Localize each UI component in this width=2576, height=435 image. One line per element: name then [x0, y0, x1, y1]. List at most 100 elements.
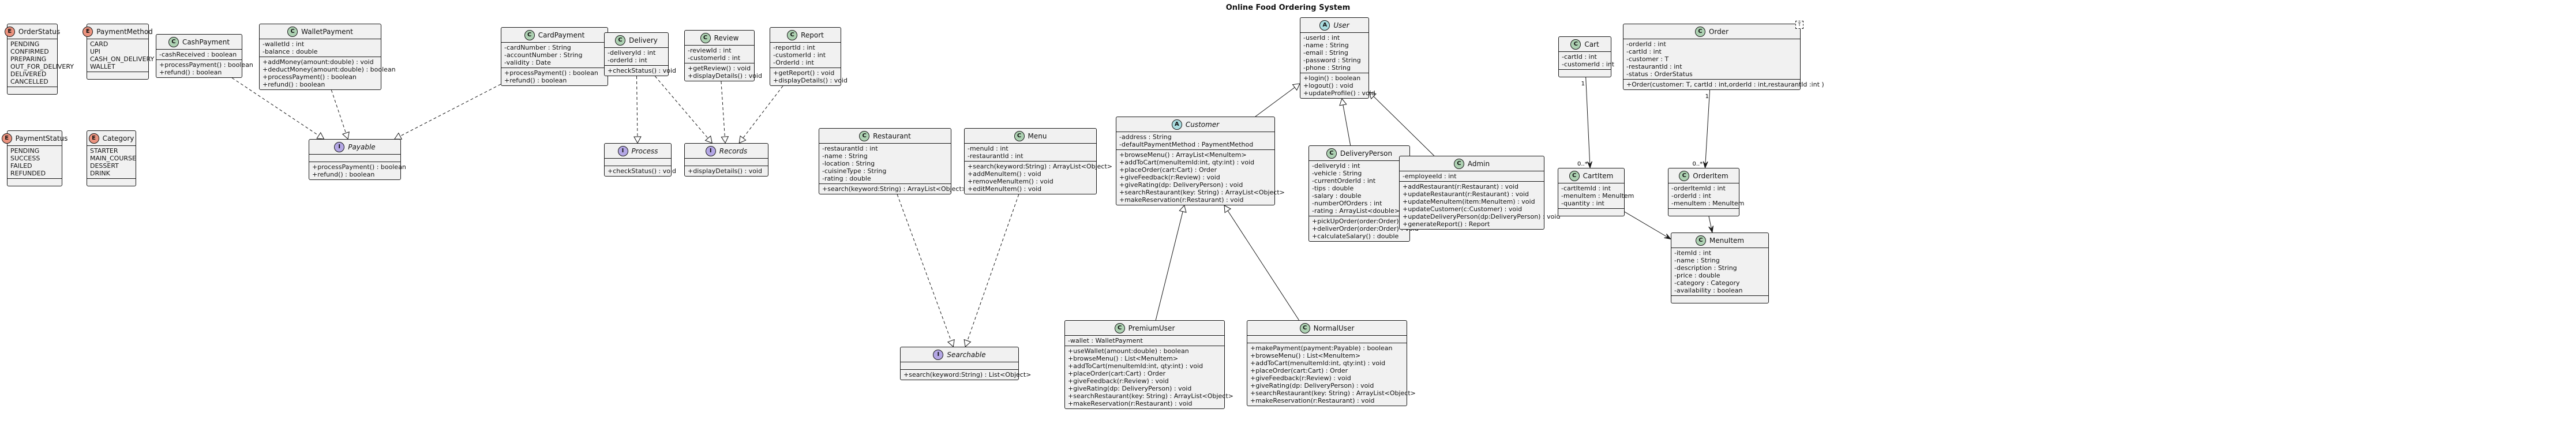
- method: +giveRating(dp: DeliveryPerson) : void: [1250, 382, 1374, 389]
- field: -orderId : int: [1626, 40, 1666, 48]
- methods-section: +pickUpOrder(order:Order) : void+deliver…: [1309, 216, 1419, 241]
- enum-constant: DESSERT: [90, 162, 119, 170]
- multiplicity-label: 0..*: [1577, 161, 1588, 167]
- enum-constant: CARD: [90, 40, 108, 48]
- field: -walletId : int: [263, 40, 305, 48]
- methods-section: +getReport() : void+displayDetails() : v…: [770, 68, 848, 85]
- method: +displayDetails() : void: [688, 167, 762, 175]
- class-name: DeliveryPerson: [1340, 149, 1393, 158]
- class-badge-icon: C: [1694, 27, 1705, 37]
- class-name: Report: [801, 31, 824, 39]
- association-line: [1705, 89, 1711, 168]
- class-badge-icon: C: [287, 27, 298, 37]
- class-name: Category: [102, 134, 134, 142]
- field: -cashReceived : boolean: [159, 51, 237, 58]
- enum-badge-icon: E: [1, 133, 12, 144]
- class-badge-icon: C: [1453, 159, 1464, 169]
- hollow-triangle-icon: [738, 135, 747, 144]
- fields-section: -cartItemId : int-menuItem : MenuItem-qu…: [1558, 183, 1634, 208]
- field: -cuisineType : String: [822, 167, 887, 175]
- field: -name : String: [822, 152, 868, 160]
- field: -balance : double: [263, 48, 318, 55]
- interface-badge-icon: I: [617, 146, 628, 156]
- inheritance-line: [1343, 104, 1351, 146]
- enum-constant: UPI: [90, 48, 100, 55]
- method: +refund() : boolean: [159, 69, 222, 76]
- enum-constant: STARTER: [90, 147, 118, 155]
- enum-constant: MAIN_COURSE: [90, 155, 136, 162]
- method: +placeOrder(cart:Cart) : Order: [1068, 370, 1166, 377]
- interface-badge-icon: I: [334, 142, 345, 152]
- multiplicity-label: 0..*: [1693, 161, 1703, 167]
- field: -defaultPaymentMethod : PaymentMethod: [1119, 141, 1254, 148]
- fields-section: -reportId : int-customerId : int-OrderId…: [770, 42, 841, 68]
- method: +processPayment() : boolean: [263, 73, 357, 81]
- class-badge-icon: C: [859, 131, 870, 141]
- enum-constant: SUCCESS: [10, 155, 40, 162]
- field: -description : String: [1674, 264, 1737, 272]
- realization-line: [721, 81, 725, 137]
- field: -reviewId : int: [688, 47, 732, 54]
- field: -category : Category: [1674, 279, 1740, 287]
- method: +Order(customer: T, cartId : int,orderId…: [1626, 81, 1824, 88]
- field: -deliveryId : int: [608, 49, 656, 57]
- class-badge-icon: C: [1695, 235, 1706, 246]
- field: -orderId : int: [608, 57, 647, 64]
- methods-section: [8, 178, 62, 186]
- method: +browseMenu() : List<MenuItem>: [1068, 355, 1179, 362]
- method: +deductMoney(amount:double) : boolean: [263, 66, 396, 73]
- realization-line: [743, 85, 783, 138]
- field: -quantity : int: [1561, 200, 1604, 207]
- method: +getReport() : void: [773, 69, 835, 77]
- enum-constant: DELIVERED: [10, 70, 47, 78]
- class-name: Records: [719, 147, 748, 155]
- fields-section: -cardNumber : String-accountNumber : Str…: [501, 42, 608, 68]
- class-name: CartItem: [1583, 171, 1614, 180]
- field: -name : String: [1674, 257, 1720, 264]
- field: -cartId : int: [1626, 48, 1662, 55]
- realization-line: [967, 194, 1019, 341]
- field: -cardNumber : String: [504, 44, 571, 51]
- class-badge-icon: C: [615, 35, 626, 46]
- method: +addMoney(amount:double) : void: [263, 58, 374, 66]
- interface-badge-icon: I: [705, 146, 716, 156]
- class-badge-icon: C: [1114, 323, 1125, 333]
- method: +logout() : void: [1303, 82, 1353, 89]
- fields-section: -cashReceived : boolean: [156, 49, 242, 59]
- enum-constant: PENDING: [10, 40, 40, 48]
- method: +processPayment() : boolean: [312, 163, 406, 171]
- fields-section: [901, 362, 1018, 369]
- field: -location : String: [822, 160, 875, 167]
- method: +login() : boolean: [1303, 74, 1361, 82]
- methods-section: +search(keyword:String) : List<Object>: [901, 369, 1031, 380]
- field: -itemId : int: [1674, 249, 1712, 257]
- class-badge-icon: C: [168, 37, 179, 47]
- field: -orderItemId : int: [1671, 185, 1726, 192]
- field: -wallet : WalletPayment: [1068, 337, 1143, 344]
- field: -cartItemId : int: [1561, 185, 1611, 192]
- fields-section: -deliveryId : int-vehicle : String-curre…: [1309, 160, 1409, 216]
- fields-section: -walletId : int-balance : double: [260, 39, 381, 57]
- class-name: Order: [1708, 27, 1729, 36]
- fields-section: -deliveryId : int-orderId : int: [605, 47, 668, 65]
- fields-section: -cartId : int-customerId : int: [1559, 51, 1614, 69]
- realization-line: [636, 76, 638, 137]
- methods-section: [87, 178, 136, 186]
- hollow-triangle-icon: [704, 135, 713, 144]
